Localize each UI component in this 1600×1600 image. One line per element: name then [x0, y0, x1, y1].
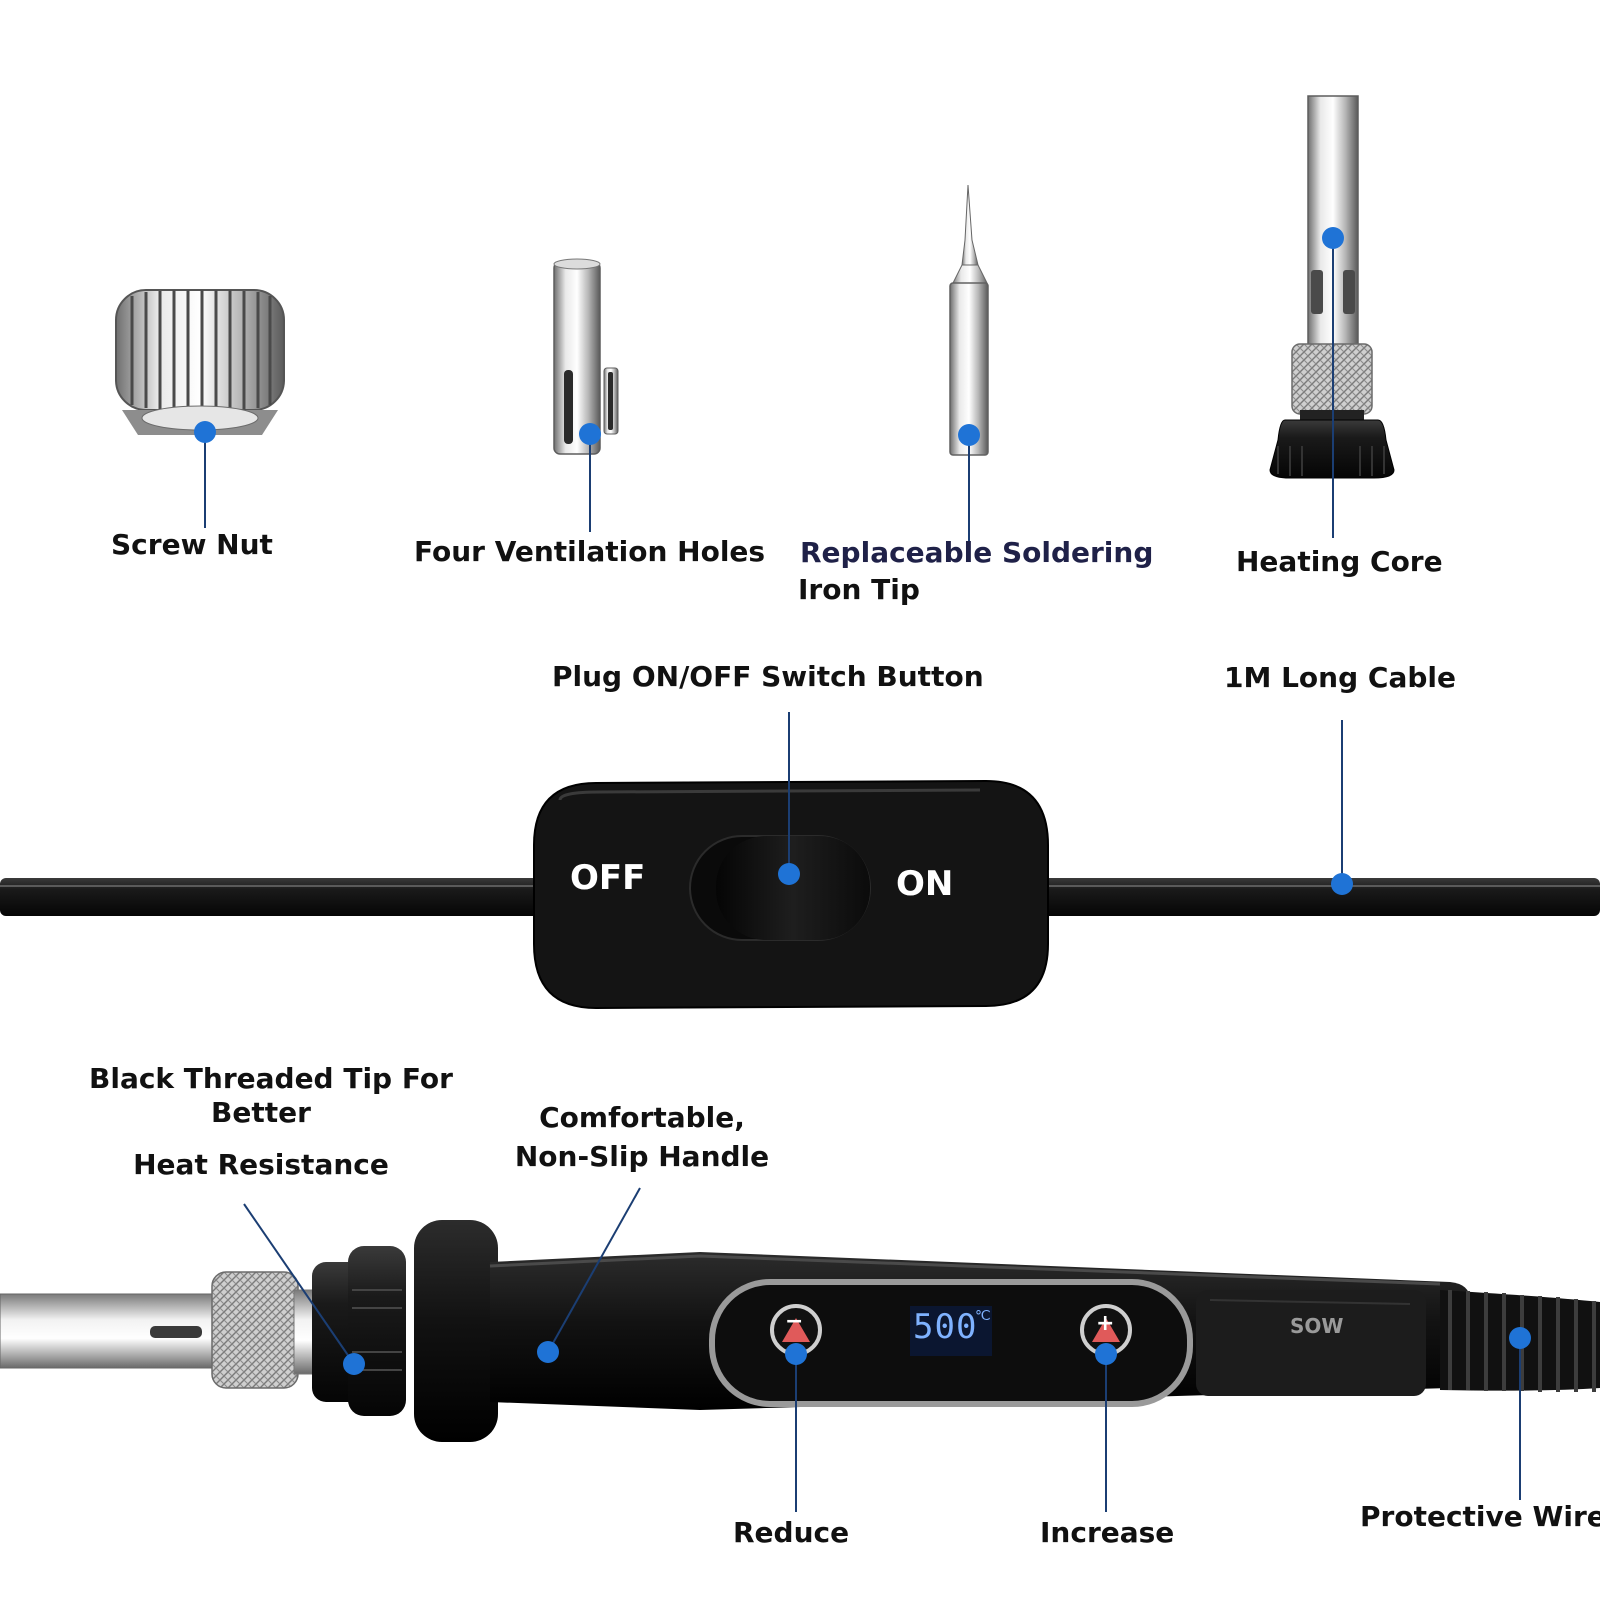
black-tip-dot [343, 1353, 365, 1375]
label-reduce: Reduce [733, 1516, 850, 1549]
temperature-unit: ℃ [975, 1308, 992, 1324]
label-handle-line1: Comfortable, [539, 1101, 745, 1134]
reduce-button[interactable] [770, 1304, 822, 1356]
soldering-tip-dot [958, 424, 980, 446]
black-tip-leader [243, 1203, 355, 1365]
iron-control-panel [709, 1279, 1426, 1407]
switch-on-label: ON [896, 864, 954, 904]
power-cable [0, 878, 1600, 916]
iron-shaft [0, 1293, 233, 1369]
label-long-cable: 1M Long Cable [1224, 661, 1456, 694]
reduce-dot [785, 1343, 807, 1365]
iron-black-threaded-tip [312, 1246, 406, 1416]
heating-core-dot [1322, 227, 1344, 249]
screw-nut-dot [194, 421, 216, 443]
rocker-switch[interactable] [689, 835, 871, 941]
soldering-tip-part [949, 184, 989, 456]
label-increase: Increase [1040, 1516, 1175, 1549]
label-handle-line2: Non-Slip Handle [514, 1140, 770, 1173]
screw-nut-part [115, 289, 285, 435]
label-black-tip-line3: Heat Resistance [133, 1148, 389, 1181]
temperature-readout: 500 [913, 1307, 978, 1347]
handle-dot [537, 1341, 559, 1363]
label-protective-wire: Protective Wire [1360, 1500, 1600, 1533]
iron-knurled-nut [211, 1271, 317, 1389]
label-black-tip-line2: Better [211, 1096, 311, 1129]
ventilation-dot [579, 423, 601, 445]
reduce-symbol: − [785, 1309, 804, 1334]
increase-dot [1095, 1343, 1117, 1365]
protective-wire-dot [1509, 1327, 1531, 1349]
switch-off-label: OFF [570, 858, 646, 898]
cable-dot [1331, 873, 1353, 895]
label-switch-button: Plug ON/OFF Switch Button [552, 660, 984, 693]
temperature-display-window [910, 1306, 992, 1356]
label-ventilation-holes: Four Ventilation Holes [414, 535, 766, 568]
label-black-tip-line1: Black Threaded Tip For [89, 1062, 453, 1095]
switch-dot [778, 863, 800, 885]
label-screw-nut: Screw Nut [111, 528, 273, 561]
label-heating-core: Heating Core [1236, 545, 1443, 578]
ventilation-sleeve-part [553, 258, 619, 455]
handle-leader [547, 1187, 641, 1353]
label-soldering-tip-line1: Replaceable Soldering [800, 536, 1154, 569]
label-soldering-tip-line2: Iron Tip [798, 573, 920, 606]
iron-brand: SOW [1290, 1314, 1344, 1338]
increase-symbol: + [1096, 1311, 1115, 1336]
